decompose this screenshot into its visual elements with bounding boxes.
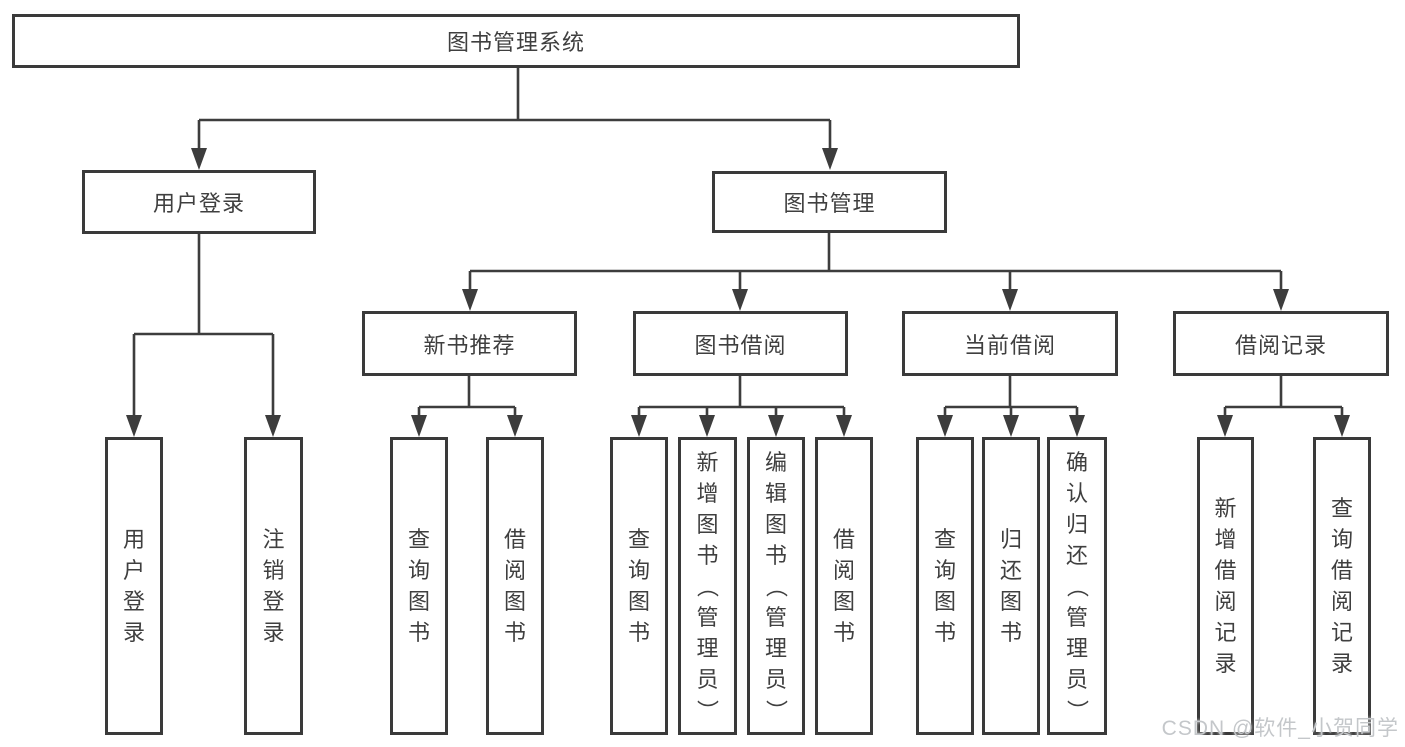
node-borrowing-records: 借阅记录 — [1173, 311, 1389, 376]
leaf-query-books-borrowing-label: 查询图书 — [627, 527, 650, 645]
leaf-edit-books-admin-label: 编辑图书（管理员） — [763, 449, 789, 722]
leaf-return-books-label: 归还图书 — [999, 527, 1022, 645]
node-book-management-label: 图书管理 — [783, 191, 876, 216]
leaf-logout-login-label: 注销登录 — [262, 527, 285, 645]
leaf-query-books-recommend: 查询图书 — [390, 437, 448, 735]
node-book-borrowing: 图书借阅 — [633, 311, 848, 376]
leaf-confirm-return-admin-label: 确认归还（管理员） — [1064, 449, 1090, 722]
leaf-add-books-admin: 新增图书（管理员） — [678, 437, 737, 735]
watermark: CSDN @软件_小贺同学 — [1161, 717, 1399, 740]
leaf-edit-books-admin: 编辑图书（管理员） — [747, 437, 805, 735]
node-new-book-recommend-label: 新书推荐 — [423, 332, 516, 358]
leaf-query-books-recommend-label: 查询图书 — [407, 527, 430, 645]
node-user-login: 用户登录 — [82, 170, 316, 234]
node-root: 图书管理系统 — [12, 14, 1020, 68]
leaf-query-books-current-label: 查询图书 — [933, 527, 956, 645]
leaf-query-books-current: 查询图书 — [916, 437, 974, 735]
node-borrowing-records-label: 借阅记录 — [1234, 332, 1327, 358]
leaf-add-books-admin-label: 新增图书（管理员） — [694, 449, 720, 722]
leaf-borrow-books-borrowing: 借阅图书 — [815, 437, 873, 735]
node-current-borrowing-label: 当前借阅 — [963, 332, 1056, 358]
leaf-query-borrow-record-label: 查询借阅记录 — [1330, 496, 1353, 676]
leaf-user-login: 用户登录 — [105, 437, 163, 735]
leaf-add-borrow-record: 新增借阅记录 — [1197, 437, 1254, 735]
leaf-confirm-return-admin: 确认归还（管理员） — [1047, 437, 1107, 735]
leaf-add-borrow-record-label: 新增借阅记录 — [1214, 496, 1237, 676]
node-current-borrowing: 当前借阅 — [902, 311, 1118, 376]
leaf-borrow-books-recommend-label: 借阅图书 — [503, 527, 526, 645]
leaf-borrow-books-recommend: 借阅图书 — [486, 437, 544, 735]
leaf-return-books: 归还图书 — [982, 437, 1040, 735]
leaf-user-login-label: 用户登录 — [122, 527, 145, 645]
leaf-query-books-borrowing: 查询图书 — [610, 437, 668, 735]
leaf-borrow-books-borrowing-label: 借阅图书 — [832, 527, 855, 645]
leaf-query-borrow-record: 查询借阅记录 — [1313, 437, 1371, 735]
leaf-logout-login: 注销登录 — [244, 437, 303, 735]
node-book-borrowing-label: 图书借阅 — [694, 332, 787, 358]
node-new-book-recommend: 新书推荐 — [362, 311, 577, 376]
arrowhead-icons — [126, 148, 1350, 437]
node-book-management: 图书管理 — [712, 171, 947, 233]
node-user-login-label: 用户登录 — [152, 191, 245, 216]
node-root-label: 图书管理系统 — [446, 30, 585, 55]
